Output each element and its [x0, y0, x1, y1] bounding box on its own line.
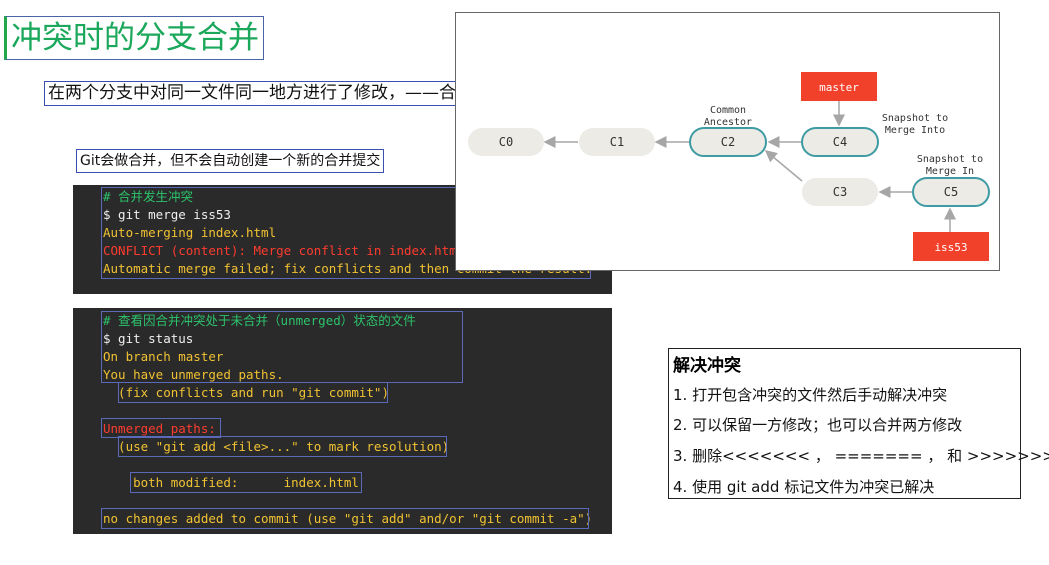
terminal-line: CONFLICT (content): Merge conflict in in… [103, 243, 465, 258]
svg-text:C0: C0 [499, 135, 513, 149]
merge-diagram: C0 C1 C2 C4 C3 C5 master iss53 [455, 12, 1000, 271]
arrow [764, 150, 803, 182]
terminal-line: $ git status [103, 331, 194, 346]
branch-master: master [801, 72, 877, 101]
terminal-line: On branch master [103, 349, 224, 364]
terminal-line: # 查看因合并冲突处于未合并（unmerged）状态的文件 [103, 313, 416, 328]
terminal-status: # 查看因合并冲突处于未合并（unmerged）状态的文件 $ git stat… [73, 308, 612, 534]
terminal-line: # 合并发生冲突 [103, 189, 194, 204]
merge-note: Git会做合并，但不会自动创建一个新的合并提交 [76, 149, 385, 173]
svg-text:iss53: iss53 [934, 241, 967, 254]
commit-c0: C0 [468, 128, 544, 156]
label-common: Common [710, 105, 746, 116]
svg-text:C1: C1 [610, 135, 624, 149]
terminal-line: no changes added to commit (use "git add… [103, 511, 593, 526]
commit-c3: C3 [802, 178, 878, 206]
resolve-box: 解决冲突 1. 打开包含冲突的文件然后手动解决冲突 2. 可以保留一方修改；也可… [668, 348, 1049, 499]
terminal-line: (use "git add <file>..." to mark resolut… [103, 439, 450, 454]
commit-c2: C2 [689, 127, 767, 157]
label-merge-in: Merge In [926, 166, 974, 177]
resolve-step: 4. 使用 git add 标记文件为冲突已解决 [673, 478, 935, 496]
branch-iss53: iss53 [913, 232, 989, 261]
resolve-step: 2. 可以保留一方修改；也可以合并两方修改 [673, 416, 963, 434]
resolve-title: 解决冲突 [673, 356, 741, 376]
slide-title: 冲突时的分支合并 [4, 16, 264, 60]
terminal-line: You have unmerged paths. [103, 367, 284, 382]
terminal-line: Unmerged paths: [103, 421, 216, 436]
resolve-step: 3. 删除<<<<<<< ， ======= ， 和 >>>>>>> 行 [673, 447, 1049, 465]
terminal-line: (fix conflicts and run "git commit") [103, 385, 389, 400]
svg-text:C2: C2 [721, 135, 735, 149]
label-merge-into: Merge Into [885, 125, 945, 136]
svg-text:C3: C3 [833, 185, 847, 199]
commit-c1: C1 [579, 128, 655, 156]
label-ancestor: Ancestor [704, 117, 752, 128]
commit-c5: C5 [912, 177, 990, 207]
svg-text:master: master [819, 81, 859, 94]
resolve-step: 1. 打开包含冲突的文件然后手动解决冲突 [673, 386, 948, 404]
commit-graph: C0 C1 C2 C4 C3 C5 master iss53 [468, 72, 990, 261]
terminal-line: Auto-merging index.html [103, 225, 277, 240]
terminal-line: $ git merge iss53 [103, 207, 231, 222]
svg-text:C4: C4 [833, 135, 847, 149]
terminal-line: both modified: index.html [103, 475, 359, 490]
commit-c4: C4 [801, 127, 879, 157]
label-snapshot-into: Snapshot to [882, 113, 948, 124]
label-snapshot-in: Snapshot to [917, 154, 983, 165]
svg-text:C5: C5 [944, 185, 958, 199]
